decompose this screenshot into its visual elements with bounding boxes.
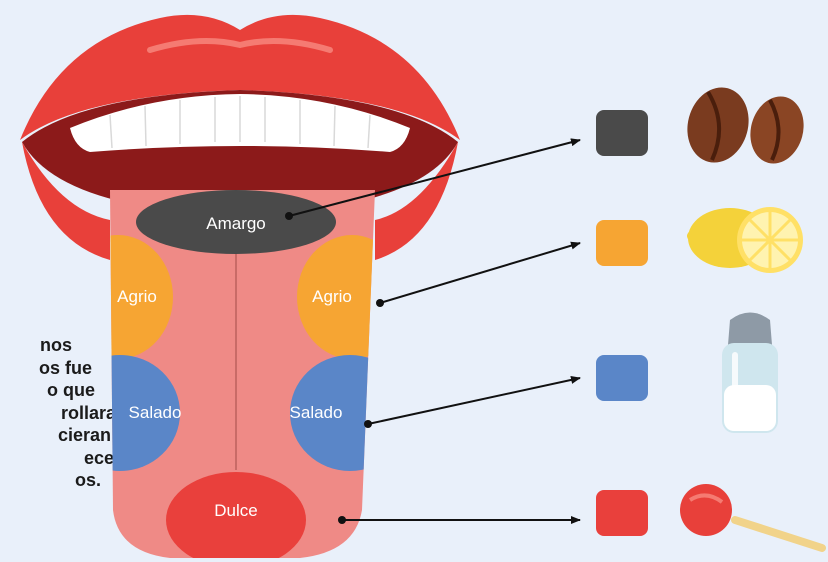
lemon-icon [687, 207, 803, 273]
sour-swatch [596, 220, 648, 266]
coffee-beans-icon [679, 81, 811, 170]
sour-right-label: Agrio [312, 287, 352, 306]
sour-dot [376, 299, 384, 307]
sweet-dot [338, 516, 346, 524]
bitter-label: Amargo [206, 214, 266, 233]
bitter-swatch [596, 110, 648, 156]
lollipop-icon [680, 484, 822, 548]
salty-right-label: Salado [290, 403, 343, 422]
bitter-dot [285, 212, 293, 220]
salty-arrow [368, 378, 580, 424]
salty-left-label: Salado [129, 403, 182, 422]
sweet-swatch [596, 490, 648, 536]
salty-dot [364, 420, 372, 428]
salt-shaker-icon [722, 313, 778, 434]
salty-swatch [596, 355, 648, 401]
sour-left-label: Agrio [117, 287, 157, 306]
sweet-label: Dulce [214, 501, 257, 520]
sour-arrow [380, 243, 580, 303]
